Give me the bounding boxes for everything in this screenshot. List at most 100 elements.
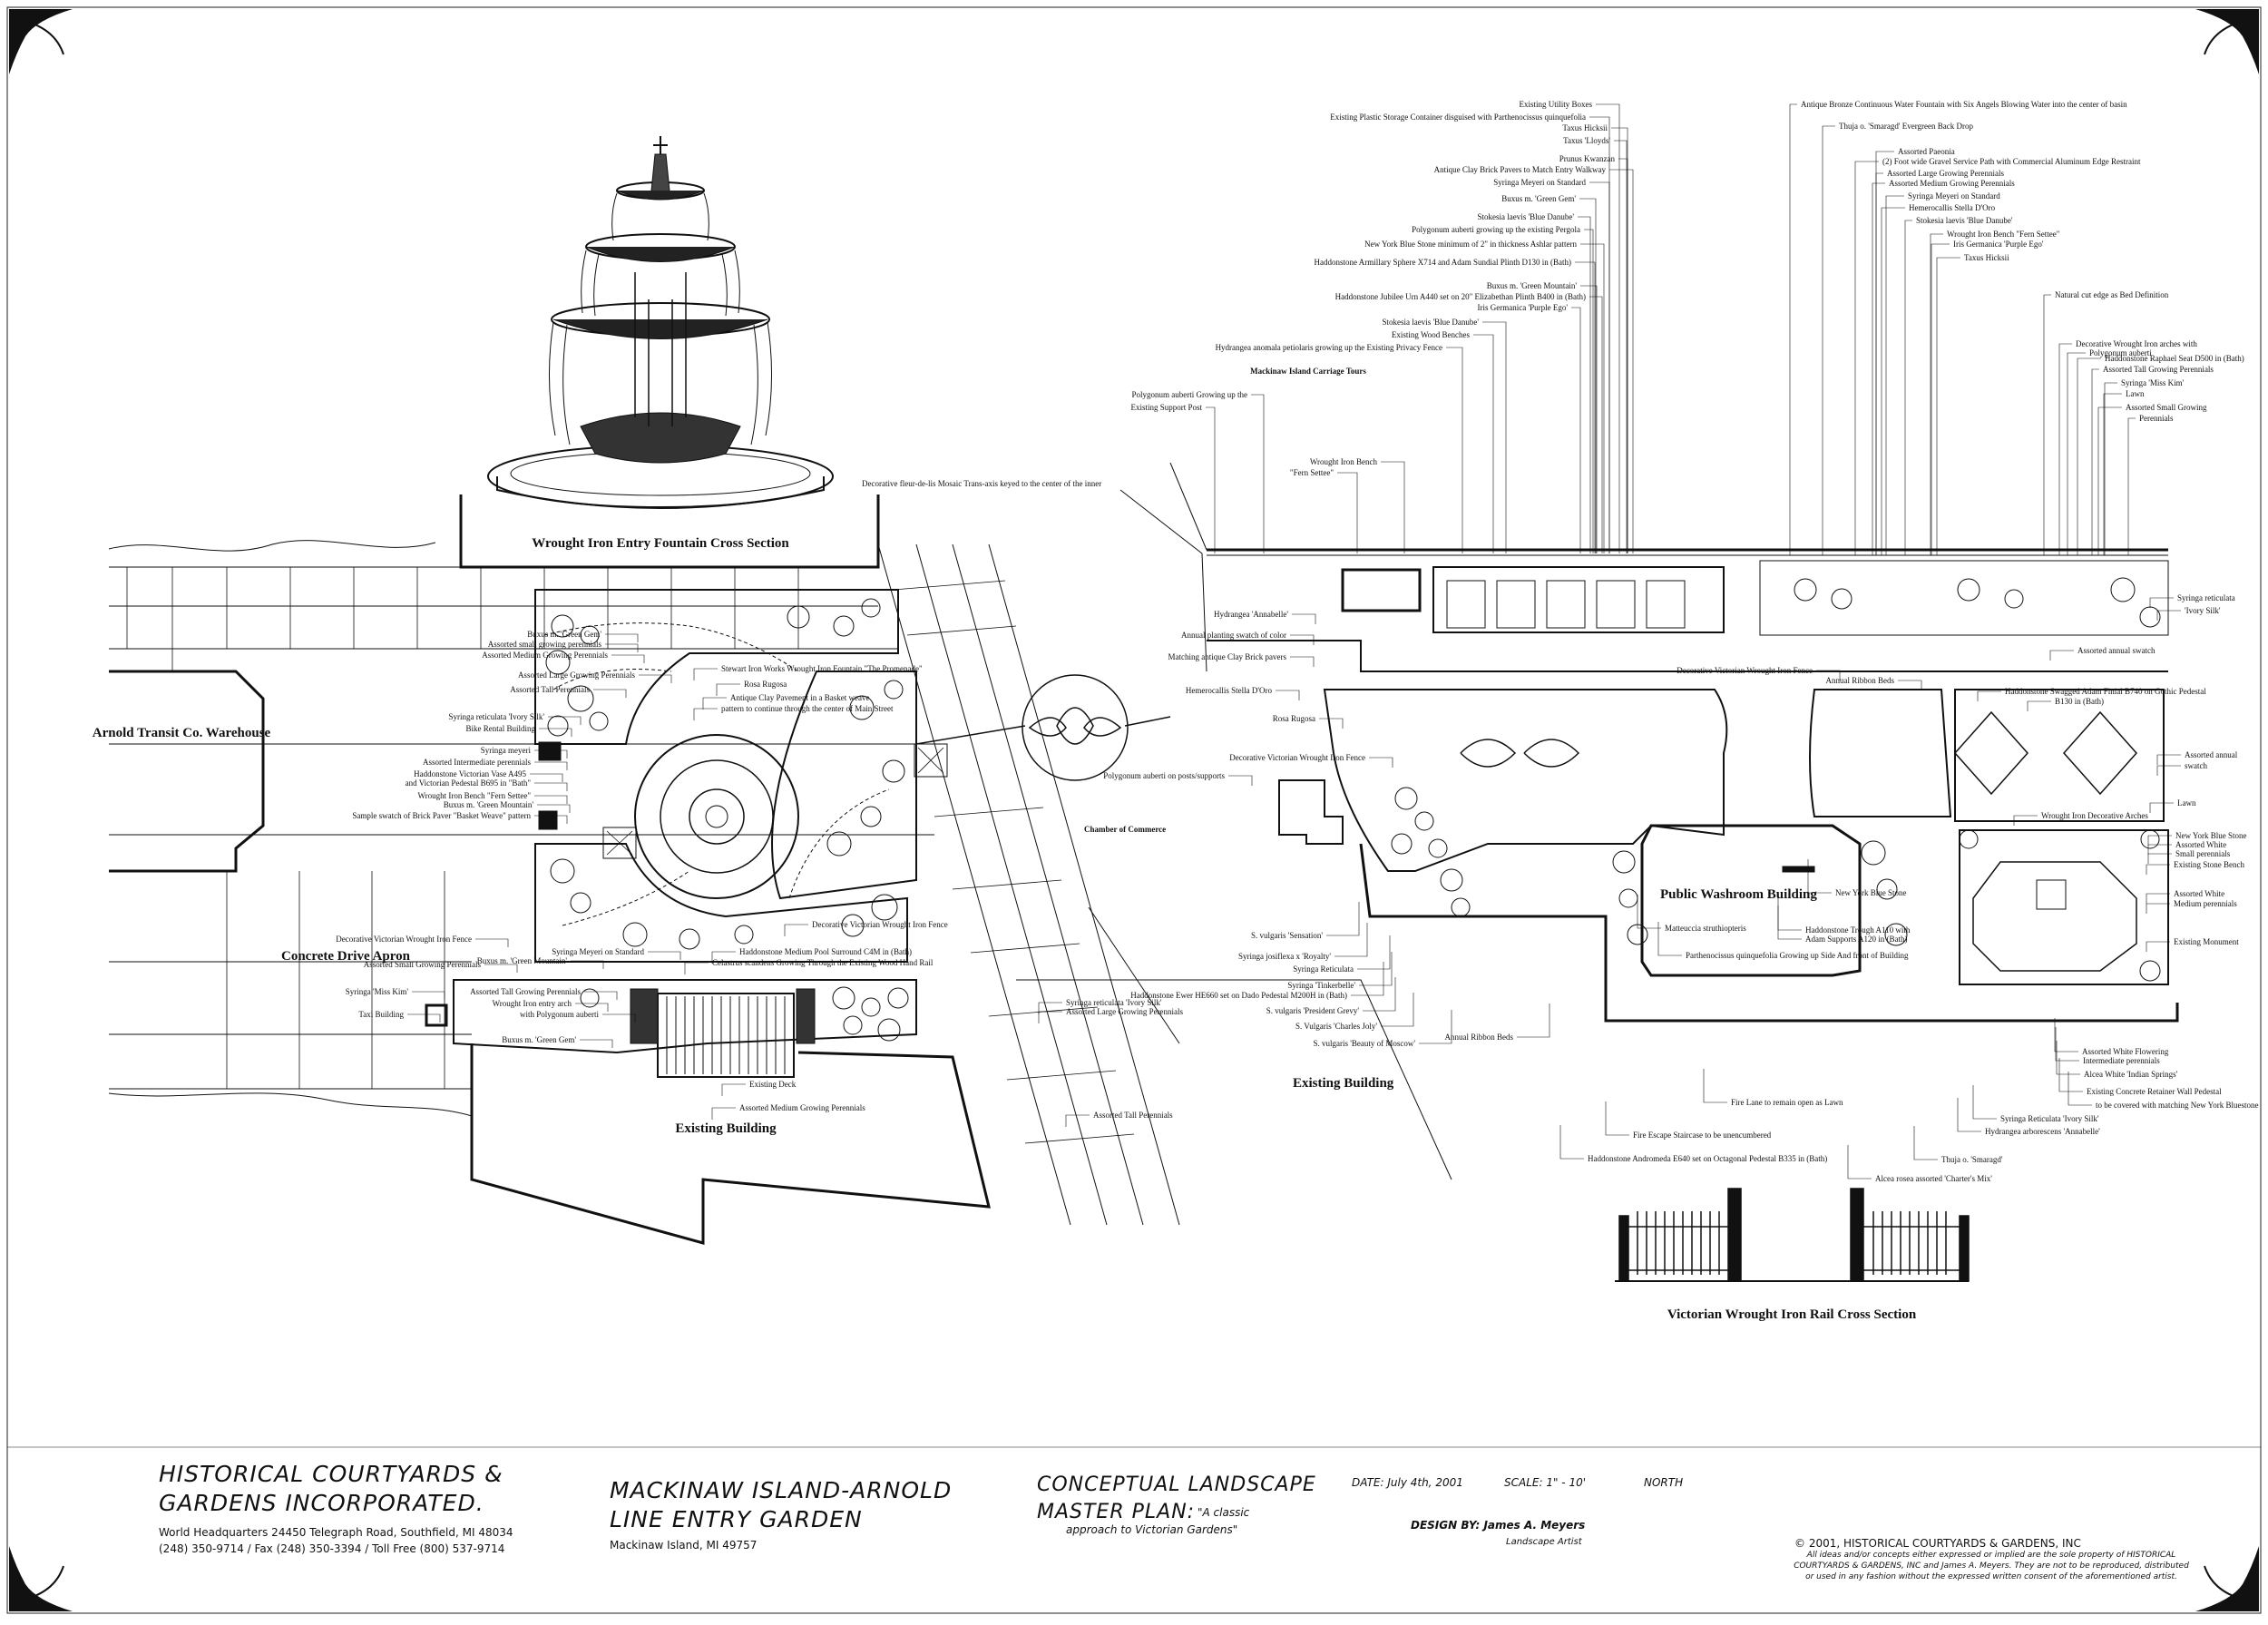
callout-leader-line (1807, 859, 1832, 894)
right-garden-plan (1016, 462, 2179, 1180)
plant-callout-label: Wrought Iron entry arch (493, 999, 572, 1008)
plant-callout-label: (2) Foot wide Gravel Service Path with C… (1882, 157, 2141, 166)
callout-leader-line (1881, 207, 1905, 555)
plant-callout-label: Existing Deck (749, 1080, 797, 1089)
callout-leader-line (1875, 172, 1883, 555)
project-name-line1: MACKINAW ISLAND-ARNOLD (610, 1477, 953, 1503)
callout-leader-line (537, 804, 571, 813)
callout-leader-line (1381, 993, 1414, 1027)
callout-leader-line (702, 697, 727, 710)
plant-callout-label: Stokesia laevis 'Blue Danube' (1478, 212, 1575, 221)
plant-callout-label: Assorted Tall Perennials (510, 685, 590, 694)
plant-callout-label: Syringa Reticulata 'Ivory Silk' (2000, 1114, 2099, 1123)
plan-title-line1: CONCEPTUAL LANDSCAPE (1037, 1473, 1316, 1496)
plant-callout-label: Assorted Large Growing Perennials (518, 671, 636, 680)
plant-callout-label: New York Blue Stone (1835, 888, 1907, 897)
callout-leader-line (1473, 334, 1494, 553)
plant-callout-label: Parthenocissus quinquefolia Growing up S… (1686, 951, 1909, 960)
callout-leader-line (1578, 216, 1591, 553)
plant-callout-label: Syringa Reticulata (1293, 964, 1354, 974)
fleur-note: Decorative fleur-de-lis Mosaic Trans-axi… (862, 479, 1101, 488)
corner-ornament-bottom-right (2195, 1546, 2259, 1611)
callout-leader-line (1038, 1002, 1062, 1014)
callout-leader-line (2156, 754, 2181, 765)
plant-callout-label: S. vulgaris 'Sensation' (1251, 931, 1323, 940)
plant-callout-label: Stewart Iron Works Wrought Iron Fountain… (721, 664, 923, 673)
callout-leader-line (1292, 613, 1316, 624)
callout-leader-line (1872, 182, 1885, 555)
callout-leader-line (548, 716, 582, 725)
plant-callout-label: Matching antique Clay Brick pavers (1168, 652, 1287, 661)
plant-callout-label: Hydrangea anomala petiolaris growing up … (1216, 343, 1442, 352)
plant-callout-label: New York Blue Stone minimum of 2" in thi… (1364, 240, 1577, 249)
left-plant-labels: Buxus m. 'Green Gem'Assorted small growi… (336, 630, 681, 1048)
callout-leader-line (1571, 307, 1581, 553)
plant-callout-label: Existing Wood Benches (1392, 330, 1471, 339)
plant-callout-label: Iris Germanica 'Purple Ego' (1478, 303, 1569, 312)
callout-leader-line (639, 674, 672, 683)
plant-callout-label: Annual Ribbon Beds (1445, 1033, 1514, 1042)
callout-leader-line (1065, 1114, 1090, 1127)
project-name-line2: LINE ENTRY GARDEN (610, 1506, 863, 1532)
callout-leader-line (1381, 461, 1405, 553)
plant-callout-label: Assorted annual (2185, 750, 2238, 759)
design-role: Landscape Artist (1506, 1537, 1582, 1547)
plant-callout-label: Stokesia laevis 'Blue Danube' (1916, 216, 2013, 225)
callout-leader-line (1931, 243, 1950, 555)
callout-leader-line (1482, 321, 1507, 553)
plant-callout-label: Adam Supports A120 in (Bath) (1805, 935, 1908, 944)
company-name-line1: HISTORICAL COURTYARDS & (159, 1461, 503, 1487)
design-by: DESIGN BY: James A. Meyers (1411, 1519, 1586, 1532)
callout-leader-line (1977, 690, 2001, 701)
center-plant-labels: Stewart Iron Works Wrought Iron Fountain… (684, 664, 1184, 1127)
plant-callout-label: Hydrangea 'Annabelle' (1214, 610, 1288, 619)
plant-callout-label: Assorted small growing perennials (488, 640, 602, 649)
callout-leader-line (1913, 1126, 1938, 1160)
plant-callout-label: Iris Germanica 'Purple Ego' (1953, 240, 2044, 249)
plant-callout-label: Assorted Small Growing Perennials (364, 960, 482, 969)
callout-leader-line (1357, 935, 1391, 970)
callout-leader-line (2104, 382, 2117, 555)
callout-leader-line (2146, 941, 2170, 952)
callout-leader-line (1559, 1125, 1584, 1160)
lower-left-garden (425, 979, 991, 1245)
plant-callout-label: Annual Ribbon Beds (1826, 676, 1895, 685)
project-location: Mackinaw Island, MI 49757 (610, 1539, 758, 1552)
callout-leader-line (1898, 680, 1922, 690)
chamber-of-commerce-label: Chamber of Commerce (1084, 825, 1166, 834)
left-plaza-grid (108, 540, 934, 1117)
callout-leader-line (2127, 417, 2136, 555)
callout-leader-line (693, 668, 718, 680)
callout-leader-line (1657, 922, 1682, 956)
plant-callout-label: Haddonstone Medium Pool Surround C4M in … (739, 947, 912, 956)
plant-callout-label: Haddonstone Victorian Vase A495 (414, 769, 526, 778)
plant-callout-label: Existing Utility Boxes (1519, 100, 1592, 109)
plant-callout-label: Syringa reticulata (2177, 593, 2235, 602)
right-top-right-plant-labels: Antique Bronze Continuous Water Fountain… (1789, 100, 2244, 555)
rights-line2: COURTYARDS & GARDENS, INC and James A. M… (1794, 1561, 2189, 1571)
callout-leader-line (2043, 294, 2051, 555)
rail-section-title: Victorian Wrought Iron Rail Cross Sectio… (1667, 1307, 1917, 1322)
plant-callout-label: Syringa 'Tinkerbelle' (1287, 981, 1355, 990)
plant-callout-label: Buxus m. 'Green Mountain' (477, 956, 568, 965)
plan-quote-line2: approach to Victorian Gardens" (1066, 1523, 1238, 1536)
callout-leader-line (412, 991, 445, 1000)
plant-callout-label: Wrought Iron Bench "Fern Settee" (418, 791, 532, 800)
plant-callout-label: Wrought Iron Bench (1310, 457, 1378, 466)
plant-callout-label: Assorted Small Growing (2126, 403, 2207, 412)
plant-callout-label: Syringa reticulata 'Ivory Silk' (449, 712, 545, 721)
plant-callout-label: to be covered with matching New York Blu… (2096, 1101, 2258, 1110)
callout-leader-line (2146, 893, 2170, 904)
plant-callout-label: Assorted Paeonia (1898, 147, 1955, 156)
callout-leader-line (1334, 923, 1368, 957)
plant-callout-label: Decorative Victorian Wrought Iron Fence (1677, 666, 1813, 675)
plant-callout-label: Hemerocallis Stella D'Oro (1186, 686, 1273, 695)
callout-leader-line (1589, 296, 1603, 553)
callout-leader-line (2147, 853, 2172, 864)
callout-leader-line (602, 1013, 636, 1023)
callout-leader-line (1847, 1145, 1872, 1180)
fountain-garden-plan (534, 589, 948, 963)
plant-callout-label: Celastrus scandens Growing Through the E… (712, 958, 934, 967)
plant-callout-label: Buxus m. 'Green Gem' (527, 630, 601, 639)
plant-callout-label: Buxus m. 'Green Mountain' (444, 800, 534, 809)
